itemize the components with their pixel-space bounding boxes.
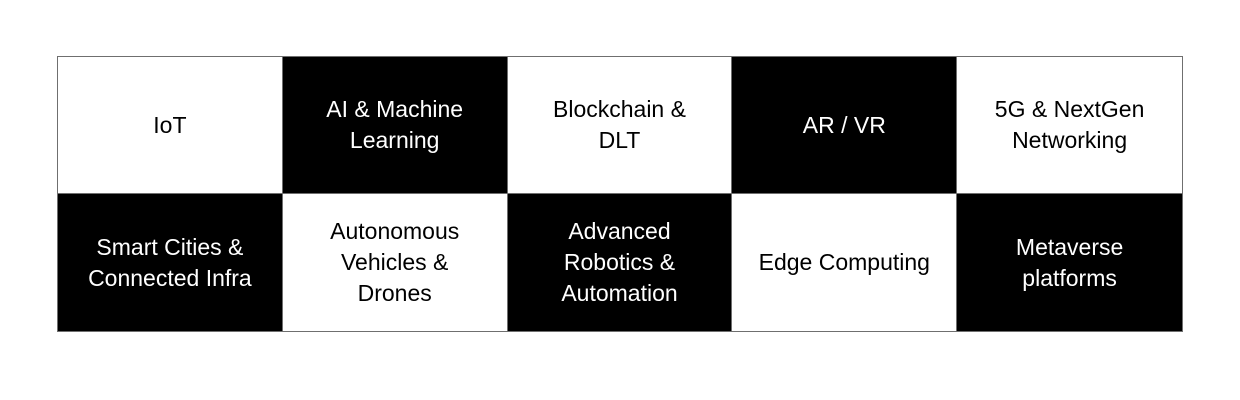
cell-label: Smart Cities & Connected Infra [88, 233, 252, 291]
cell-label: AR / VR [802, 111, 886, 138]
technology-grid: IoT AI & Machine Learning Blockchain & D… [57, 56, 1183, 332]
cell-edge-computing: Edge Computing [732, 194, 958, 331]
cell-advanced-robotics-automation: Advanced Robotics & Automation [507, 194, 733, 331]
cell-label: Advanced Robotics & Automation [561, 218, 678, 306]
cell-smart-cities: Smart Cities & Connected Infra [58, 194, 283, 331]
cell-label: 5G & NextGen Networking [994, 96, 1145, 153]
cell-label: IoT [153, 111, 187, 138]
cell-metaverse-platforms: Metaverse platforms [957, 194, 1182, 331]
cell-5g-nextgen-networking: 5G & NextGen Networking [957, 57, 1182, 194]
cell-ai-machine-learning: AI & Machine Learning [282, 57, 508, 194]
cell-label: Autonomous Vehicles & Drones [330, 218, 460, 306]
cell-label: Metaverse platforms [1015, 233, 1124, 291]
cell-iot: IoT [58, 57, 283, 194]
cell-blockchain-dlt: Blockchain & DLT [507, 57, 733, 194]
cell-ar-vr: AR / VR [732, 57, 958, 194]
cell-label: Blockchain & DLT [553, 96, 686, 153]
cell-autonomous-vehicles-drones: Autonomous Vehicles & Drones [282, 194, 508, 331]
cell-label: AI & Machine Learning [326, 96, 464, 153]
cell-label: Edge Computing [758, 249, 930, 275]
